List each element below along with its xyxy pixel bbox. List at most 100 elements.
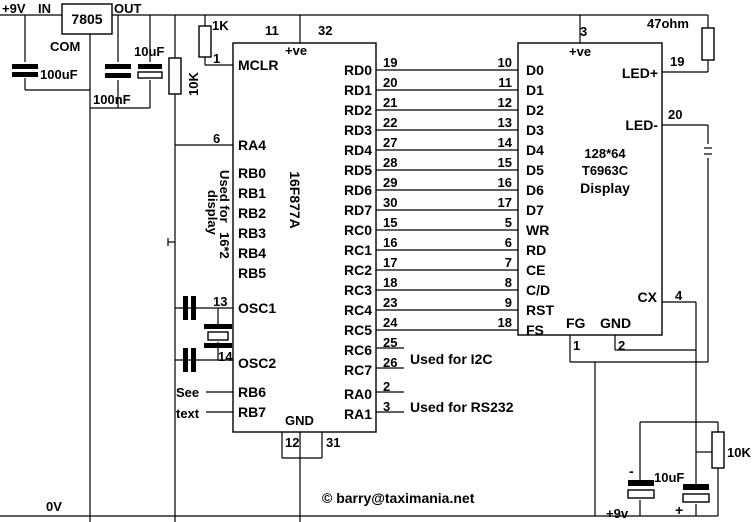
mcu-pin-name-rb0: RB0 xyxy=(238,165,266,181)
mcu-pin-num-rc0: 15 xyxy=(383,215,397,230)
r-pullup-label: 10K xyxy=(186,72,201,96)
data-bus-wires xyxy=(376,69,518,331)
lcd-vdd-label: +ve xyxy=(569,44,591,59)
see-text-1: See xyxy=(176,385,199,400)
resistor-1k xyxy=(198,25,212,58)
mcu-pin-num-rc7: 26 xyxy=(383,355,397,370)
lcd-gnd-label: GND xyxy=(600,315,631,331)
c-neg-plus: + xyxy=(675,502,683,518)
c-neg-label: 10uF xyxy=(654,470,684,485)
lcd-pin-name-fs: FS xyxy=(526,322,544,338)
lcd-pin-led-minus: 20 xyxy=(668,107,682,122)
lcd-pin-name-rd: RD xyxy=(526,242,546,258)
mcu-pin-num-rd0: 19 xyxy=(383,55,397,70)
mcu-pin-name-rc0: RC0 xyxy=(344,222,372,238)
mcu-pin-name-osc1: OSC1 xyxy=(238,300,276,316)
mcu-pin-num-rc6: 25 xyxy=(383,335,397,350)
mcu-pin-num-rd1: 20 xyxy=(383,75,397,90)
mcu-pin-name-rd6: RD6 xyxy=(344,182,372,198)
lcd-pin-name-d3: D3 xyxy=(526,122,544,138)
in-label: IN xyxy=(38,1,51,16)
ground-label: 0V xyxy=(46,499,62,514)
mcu-pin-vdd-a: 11 xyxy=(265,23,279,38)
c-out-label: 10uF xyxy=(134,44,164,59)
mcu-pin-name-rd2: RD2 xyxy=(344,102,372,118)
mcu-pin-name-mclr: MCLR xyxy=(238,57,278,73)
c-neg-minus: - xyxy=(629,463,634,479)
mcu-vdd-label: +ve xyxy=(285,43,307,58)
mcu-pin-gnd-a: 12 xyxy=(285,435,299,450)
lcd-pin-num-d6: 16 xyxy=(498,175,512,190)
lcd-pin-name-d4: D4 xyxy=(526,142,544,158)
lcd-pin-name-rst: RST xyxy=(526,302,554,318)
note-rs232: Used for RS232 xyxy=(410,399,514,415)
osc-capacitor-1 xyxy=(183,296,196,320)
lcd-pin-num-d2: 12 xyxy=(498,95,512,110)
mcu-pin-num-rd4: 27 xyxy=(383,135,397,150)
mcu-note-lcd-2: 16*2 xyxy=(217,232,232,259)
mcu-pin-num-rd6: 29 xyxy=(383,175,397,190)
vin-label: +9V xyxy=(2,1,26,16)
mcu-pin-num-rc5: 24 xyxy=(383,315,398,330)
mcu-pin-name-rb4: RB4 xyxy=(238,245,266,261)
lcd-pin-name-d7: D7 xyxy=(526,202,544,218)
lcd-pin-vdd: 3 xyxy=(580,24,587,39)
mcu-pin-vdd-b: 32 xyxy=(318,23,332,38)
mcu-pin-name-rd5: RD5 xyxy=(344,162,372,178)
mcu-pin-num-ra4: 6 xyxy=(213,131,220,146)
mcu-pin-num-mclr: 1 xyxy=(213,51,220,66)
capacitor-100uF xyxy=(12,64,38,77)
mcu-left-pins: MCLR1RA46RB0RB1RB2RB3RB4RB5OSC113OSC214R… xyxy=(213,51,278,420)
lcd-pin-num-d7: 17 xyxy=(498,195,512,210)
mcu-pin-name-rc1: RC1 xyxy=(344,242,372,258)
mcu-pin-num-rd2: 21 xyxy=(383,95,397,110)
lcd-pin-num-fs: 18 xyxy=(498,315,512,330)
lcd-pin-name-ce: CE xyxy=(526,262,545,278)
lcd-pin-name-d1: D1 xyxy=(526,82,544,98)
mcu-pin-num-ra1: 3 xyxy=(383,399,390,414)
lcd-pin-num-rd: 6 xyxy=(505,235,512,250)
mcu-pin-num-rc2: 17 xyxy=(383,255,397,270)
lcd-pin-cx: 4 xyxy=(675,288,683,303)
lcd-pin-name-d2: D2 xyxy=(526,102,544,118)
mcu-pin-name-rc2: RC2 xyxy=(344,262,372,278)
lcd-pin-name-d5: D5 xyxy=(526,162,544,178)
mcu-pin-name-rb1: RB1 xyxy=(238,185,266,201)
regulator-label: 7805 xyxy=(71,11,102,27)
mcu-pin-name-rc7: RC7 xyxy=(344,362,372,378)
mcu-pin-name-rc3: RC3 xyxy=(344,282,372,298)
r-contrast-label: 10K xyxy=(727,445,751,460)
mcu-name: 16F877A xyxy=(287,171,303,229)
lcd-pin-num-d5: 15 xyxy=(498,155,512,170)
mcu-pin-gnd-b: 31 xyxy=(326,435,340,450)
lcd-pin-gnd: 2 xyxy=(618,338,625,353)
lcd-pin-name-d6: D6 xyxy=(526,182,544,198)
see-text-2: text xyxy=(176,406,200,421)
lcd-pin-num-d4: 14 xyxy=(498,135,513,150)
mcu-pin-name-osc2: OSC2 xyxy=(238,355,276,371)
mcu-pin-num-osc1: 13 xyxy=(213,294,227,309)
mcu-pin-name-rb6: RB6 xyxy=(238,384,266,400)
mcu-pin-name-rb2: RB2 xyxy=(238,205,266,221)
c-in-label: 100uF xyxy=(40,67,78,82)
mcu-pin-name-rd7: RD7 xyxy=(344,202,372,218)
lcd-title-1: 128*64 xyxy=(584,146,626,161)
mcu-note-lcd-3: display xyxy=(205,190,220,236)
mcu-pin-name-rd3: RD3 xyxy=(344,122,372,138)
lcd-t6963c xyxy=(517,42,663,336)
mcu-pin-name-rc4: RC4 xyxy=(344,302,372,318)
lcd-pin-name-wr: WR xyxy=(526,222,549,238)
lcd-led-plus: LED+ xyxy=(622,65,658,81)
osc-capacitor-2 xyxy=(183,348,196,372)
mcu-pin-name-rd4: RD4 xyxy=(344,142,372,158)
neg-supply-label: +9v xyxy=(606,506,629,521)
lcd-pin-num-d1: 11 xyxy=(498,75,512,90)
mcu-pin-num-rd7: 30 xyxy=(383,195,397,210)
mcu-16f877a xyxy=(232,42,377,433)
lcd-fg-label: FG xyxy=(566,315,586,331)
lcd-pin-fg: 1 xyxy=(573,338,580,353)
capacitor-10uF xyxy=(137,64,163,79)
